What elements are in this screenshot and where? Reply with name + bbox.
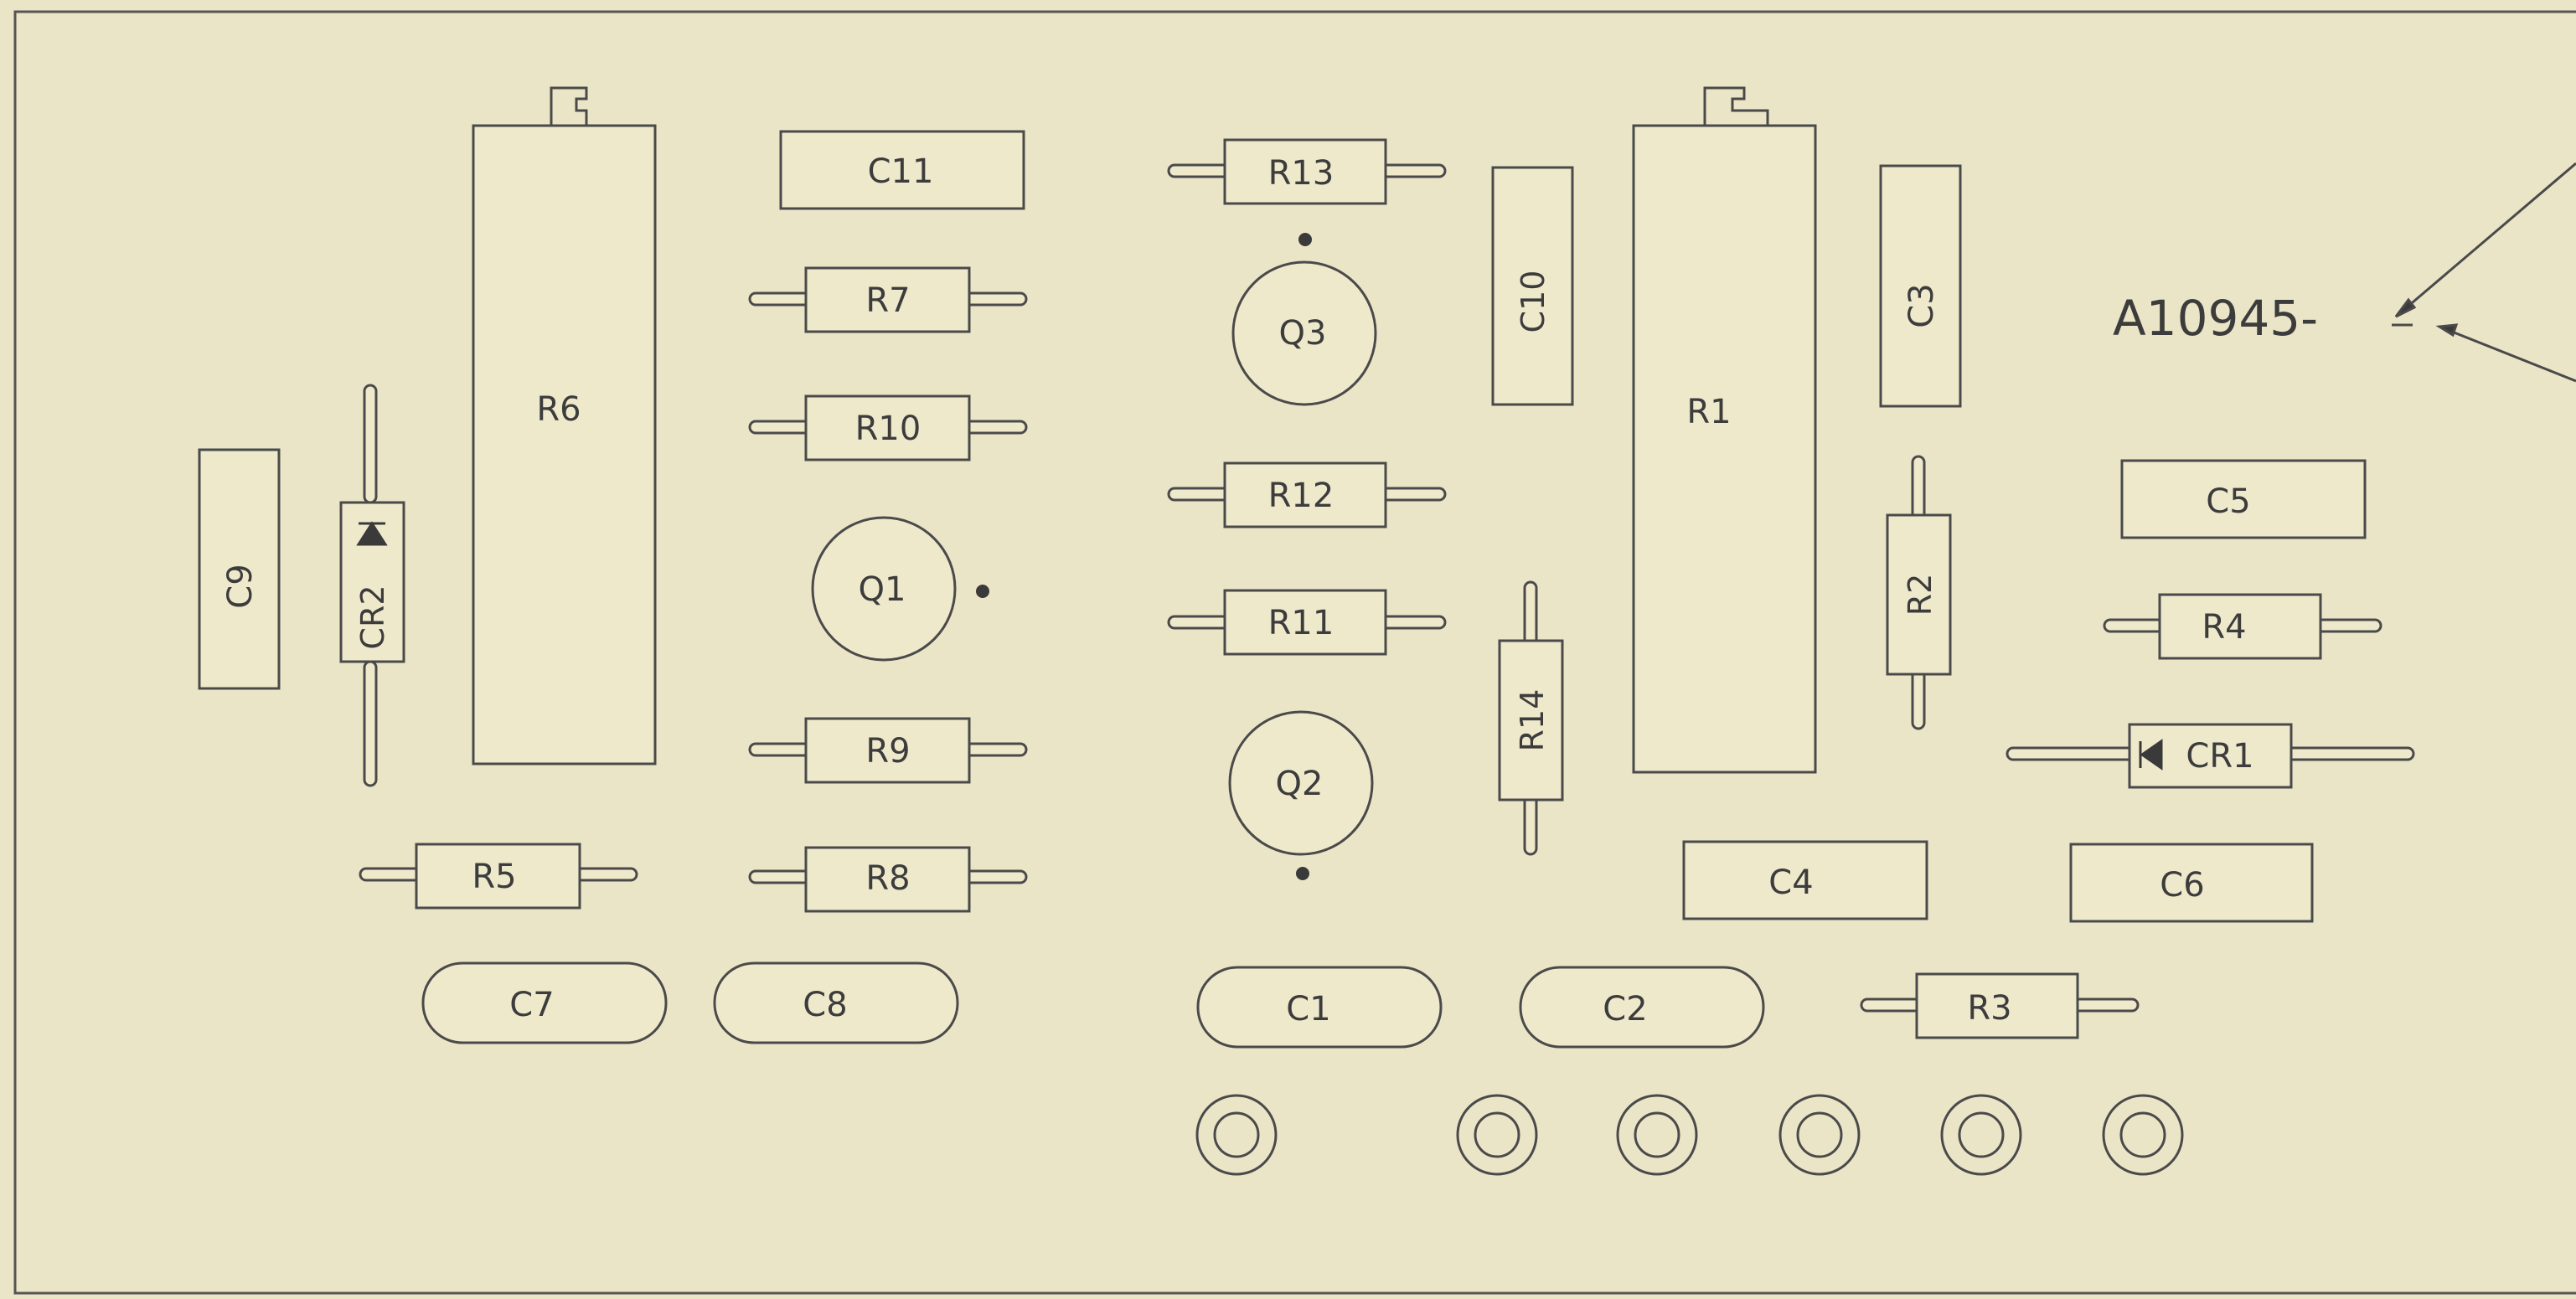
component-r6: R6 bbox=[472, 86, 657, 765]
board-outline bbox=[13, 10, 2576, 1295]
label-c4: C4 bbox=[1768, 863, 1813, 902]
arrow-head-lower-icon bbox=[2435, 323, 2459, 338]
component-c9: C9 bbox=[198, 448, 281, 690]
label-r11: R11 bbox=[1268, 604, 1334, 642]
component-r11: R11 bbox=[1167, 589, 1447, 656]
q2-pin-marker-icon bbox=[1296, 867, 1309, 880]
leader-line-lower bbox=[2439, 325, 2576, 383]
label-r10: R10 bbox=[855, 410, 921, 448]
label-cr2: CR2 bbox=[354, 585, 391, 649]
label-r5: R5 bbox=[472, 858, 516, 896]
part-number-label: A10945- bbox=[2113, 290, 2318, 347]
component-c3: C3 bbox=[1879, 164, 1962, 408]
component-r4: R4 bbox=[2103, 593, 2382, 660]
component-c2: C2 bbox=[1519, 966, 1765, 1049]
component-c6: C6 bbox=[2069, 843, 2314, 923]
component-r1: R1 bbox=[1632, 86, 1817, 774]
diode-symbol-icon bbox=[2139, 739, 2163, 771]
label-c2: C2 bbox=[1603, 990, 1647, 1028]
label-r1: R1 bbox=[1686, 393, 1731, 431]
terminal-pad-1 bbox=[1195, 1094, 1278, 1176]
label-r12: R12 bbox=[1268, 477, 1334, 515]
component-r3: R3 bbox=[1860, 972, 2140, 1039]
q3-pin-marker-icon bbox=[1298, 233, 1312, 246]
label-r7: R7 bbox=[865, 281, 910, 320]
label-r9: R9 bbox=[865, 732, 910, 771]
component-cr1: CR1 bbox=[2006, 723, 2415, 789]
label-r4: R4 bbox=[2202, 608, 2246, 647]
component-c8: C8 bbox=[713, 961, 959, 1044]
component-r2: R2 bbox=[1886, 455, 1952, 730]
component-q2: Q2 bbox=[1228, 710, 1374, 880]
component-c7: C7 bbox=[421, 961, 668, 1044]
label-c7: C7 bbox=[509, 986, 554, 1024]
label-c3: C3 bbox=[1902, 283, 1941, 327]
label-q1: Q1 bbox=[859, 570, 906, 609]
component-c10: C10 bbox=[1491, 166, 1574, 406]
terminal-pad-4 bbox=[1778, 1094, 1861, 1176]
component-c11: C11 bbox=[779, 130, 1025, 210]
component-r9: R9 bbox=[748, 717, 1028, 784]
label-c10: C10 bbox=[1515, 271, 1551, 333]
component-c4: C4 bbox=[1682, 840, 1928, 920]
label-c11: C11 bbox=[868, 152, 934, 191]
component-r10: R10 bbox=[748, 394, 1028, 461]
label-r3: R3 bbox=[1967, 989, 2011, 1028]
q1-pin-marker-icon bbox=[976, 585, 989, 598]
component-r5: R5 bbox=[359, 843, 638, 910]
label-c8: C8 bbox=[803, 986, 847, 1024]
terminal-pad-3 bbox=[1616, 1094, 1698, 1176]
label-r6: R6 bbox=[536, 390, 581, 429]
terminal-pad-2 bbox=[1456, 1094, 1538, 1176]
component-q1: Q1 bbox=[811, 516, 989, 662]
label-c6: C6 bbox=[2160, 866, 2204, 905]
component-cr2: CR2 bbox=[339, 384, 405, 787]
terminal-pad-5 bbox=[1940, 1094, 2022, 1176]
component-c1: C1 bbox=[1196, 966, 1443, 1049]
component-r8: R8 bbox=[748, 846, 1028, 913]
component-r13: R13 bbox=[1167, 138, 1447, 205]
part-number-callout: A10945- bbox=[2113, 162, 2576, 383]
label-r13: R13 bbox=[1268, 154, 1334, 193]
diode-symbol-icon bbox=[356, 521, 388, 546]
leader-line-upper bbox=[2395, 162, 2576, 318]
label-c1: C1 bbox=[1286, 990, 1330, 1028]
label-c9: C9 bbox=[221, 564, 260, 608]
component-r14: R14 bbox=[1498, 580, 1564, 856]
label-cr1: CR1 bbox=[2186, 737, 2253, 776]
label-q2: Q2 bbox=[1276, 765, 1324, 803]
label-q3: Q3 bbox=[1279, 314, 1327, 353]
label-r8: R8 bbox=[865, 859, 910, 898]
label-r2: R2 bbox=[1902, 574, 1938, 616]
component-q3: Q3 bbox=[1231, 233, 1377, 406]
label-r14: R14 bbox=[1514, 689, 1551, 752]
component-c5: C5 bbox=[2120, 459, 2367, 539]
component-r7: R7 bbox=[748, 266, 1028, 333]
terminal-pad-6 bbox=[2102, 1094, 2184, 1176]
arrow-head-upper-icon bbox=[2394, 297, 2417, 318]
component-r12: R12 bbox=[1167, 461, 1447, 528]
label-c5: C5 bbox=[2206, 482, 2250, 521]
